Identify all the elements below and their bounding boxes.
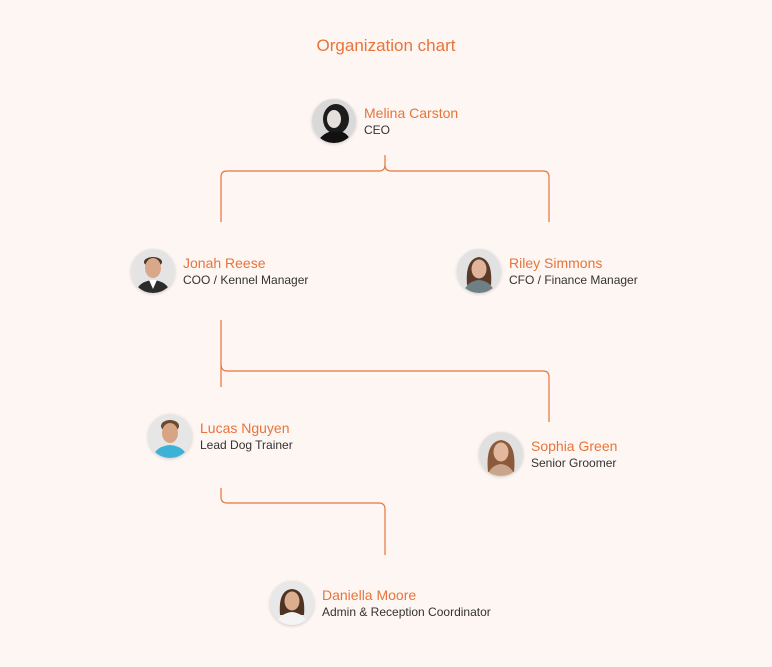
node-jonah-reese[interactable]: Jonah Reese COO / Kennel Manager	[131, 249, 308, 293]
person-role: Admin & Reception Coordinator	[322, 605, 491, 619]
node-riley-simmons[interactable]: Riley Simmons CFO / Finance Manager	[457, 249, 638, 293]
person-name: Sophia Green	[531, 438, 618, 454]
connector-lucas-daniella	[220, 488, 386, 555]
connector-melina-riley	[384, 164, 550, 222]
avatar-melina	[312, 99, 356, 143]
person-photo-icon	[479, 432, 523, 476]
node-melina-carston[interactable]: Melina Carston CEO	[312, 99, 458, 143]
person-role: COO / Kennel Manager	[183, 273, 309, 287]
person-role: CEO	[364, 123, 391, 137]
person-name: Jonah Reese	[183, 255, 266, 271]
person-photo-icon	[131, 249, 175, 293]
avatar-riley	[457, 249, 501, 293]
person-photo-icon	[457, 249, 501, 293]
avatar-jonah	[131, 249, 175, 293]
person-photo-icon	[312, 99, 356, 143]
avatar-sophia	[479, 432, 523, 476]
person-role: Lead Dog Trainer	[200, 438, 293, 452]
node-daniella-moore[interactable]: Daniella Moore Admin & Reception Coordin…	[270, 581, 491, 625]
person-name: Daniella Moore	[322, 587, 417, 603]
node-sophia-green[interactable]: Sophia Green Senior Groomer	[479, 432, 617, 476]
person-photo-icon	[148, 414, 192, 458]
connector-jonah-sophia	[220, 363, 550, 422]
person-role: Senior Groomer	[531, 456, 617, 470]
person-name: Lucas Nguyen	[200, 420, 290, 436]
person-role: CFO / Finance Manager	[509, 273, 638, 287]
person-name: Melina Carston	[364, 105, 459, 121]
node-lucas-nguyen[interactable]: Lucas Nguyen Lead Dog Trainer	[148, 414, 293, 458]
avatar-daniella	[270, 581, 314, 625]
avatar-lucas	[148, 414, 192, 458]
chart-title: Organization chart	[316, 36, 456, 55]
person-photo-icon	[270, 581, 314, 625]
person-name: Riley Simmons	[509, 255, 603, 271]
connector-melina-jonah	[220, 155, 386, 222]
